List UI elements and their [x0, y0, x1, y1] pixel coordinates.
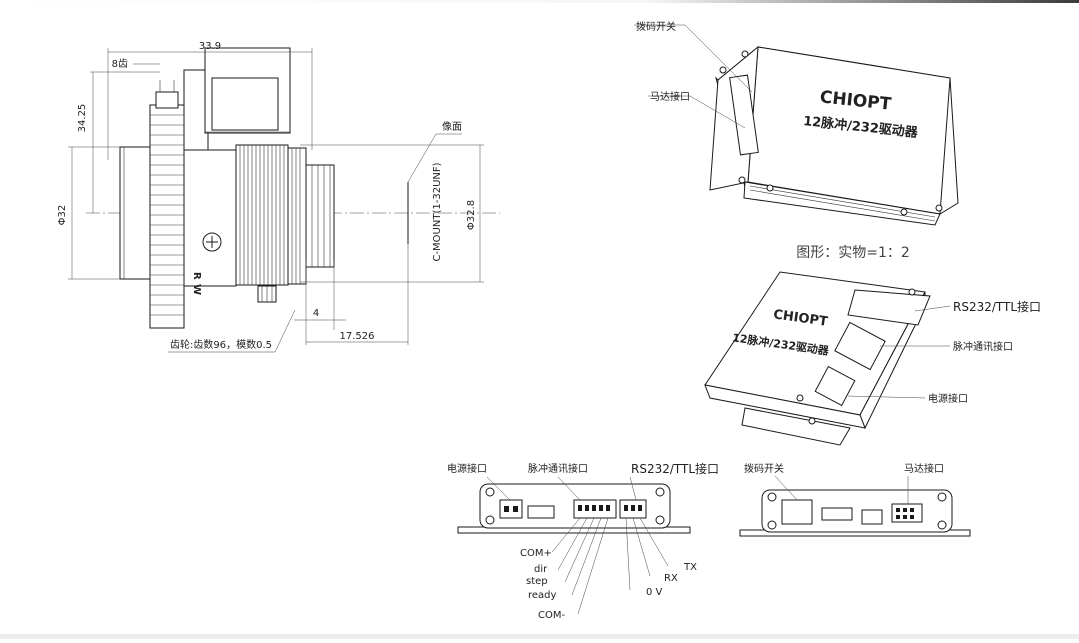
gear-ring — [149, 104, 185, 329]
dim-diameter-right-text: Φ32.8 — [466, 200, 477, 230]
front-rs232-label: RS232/TTL接口 — [631, 461, 719, 476]
svg-text:W: W — [191, 284, 202, 295]
iris-ring — [287, 147, 307, 285]
lens-barrel — [183, 149, 237, 287]
svg-text:R: R — [191, 272, 202, 280]
driver-bottom-pulse-block — [834, 321, 886, 371]
rear-motor-label: 马达接口 — [904, 462, 944, 475]
front-cap — [119, 146, 155, 280]
dim-flange-text: 17.526 — [340, 331, 375, 342]
dim-diameter-left-text: Φ32 — [57, 205, 68, 226]
front-aux-connector — [527, 505, 555, 519]
c-mount-thread — [305, 164, 335, 268]
pin-dir: dir — [534, 564, 548, 575]
dim-width-text: 33.9 — [199, 41, 221, 52]
rear-motor-connector — [891, 503, 923, 523]
pin-com-minus: COM- — [538, 610, 565, 621]
gear-teeth — [150, 114, 184, 316]
driver-bottom-power-label: 电源接口 — [928, 392, 968, 405]
pin-rx: RX — [664, 573, 678, 584]
top-edge-band — [0, 0, 1079, 3]
dim-height-text: 34.25 — [77, 104, 88, 133]
motor-bracket — [183, 69, 209, 161]
pin-step: step — [526, 576, 548, 587]
lens-drawing: R W 33.9 — [57, 41, 500, 353]
gear-note-text: 齿轮:齿数96，模数0.5 — [170, 338, 272, 351]
rear-panel-view: 拨码开关 马达接口 — [739, 462, 971, 537]
focus-ring — [235, 144, 289, 286]
dim-4-text: 4 — [313, 308, 319, 319]
rear-aux-connector — [821, 507, 853, 521]
scale-caption: 图形：实物=1：2 — [796, 245, 910, 261]
driver-top-dip-label: 拨码开关 — [636, 20, 676, 33]
driver-bottom-view: CHIOPT 12脉冲/232驱动器 RS232/TTL接口 脉冲通讯接口 电源… — [704, 271, 1041, 446]
front-power-connector — [499, 499, 523, 519]
driver-top-flange — [743, 181, 941, 226]
driver-bottom-rs232-label: RS232/TTL接口 — [953, 299, 1041, 314]
pin-tx: TX — [683, 562, 697, 573]
front-pulse-label: 脉冲通讯接口 — [528, 462, 588, 475]
pin-ready: ready — [528, 590, 557, 601]
mount-label-text: C-MOUNT(1-32UNF) — [432, 162, 443, 261]
rear-dip-switch — [781, 499, 813, 525]
top-screw — [155, 91, 179, 109]
focus-ring-knurl — [239, 145, 285, 285]
driver-top-view: CHIOPT 12脉冲/232驱动器 拨码开关 马达接口 图形：实物=1：2 — [634, 20, 959, 261]
dim-teeth-text: 8齿 — [112, 58, 128, 70]
driver-top-connector — [729, 74, 759, 156]
image-plane-text: 像面 — [442, 121, 462, 133]
pin-0v: 0 V — [646, 587, 663, 598]
front-power-label: 电源接口 — [447, 462, 487, 475]
driver-top-motor-label: 马达接口 — [650, 90, 690, 103]
rear-dip-label: 拨码开关 — [744, 462, 784, 475]
driver-bottom-power-block — [814, 365, 856, 407]
driver-bottom-rs232-block — [847, 289, 931, 326]
front-panel-view: 电源接口 脉冲通讯接口 RS232/TTL接口 COM+ dir step re… — [447, 461, 719, 621]
pin-com-plus: COM+ — [520, 548, 552, 559]
bottom-edge-band — [0, 634, 1079, 639]
driver-bottom-pulse-label: 脉冲通讯接口 — [953, 340, 1013, 353]
